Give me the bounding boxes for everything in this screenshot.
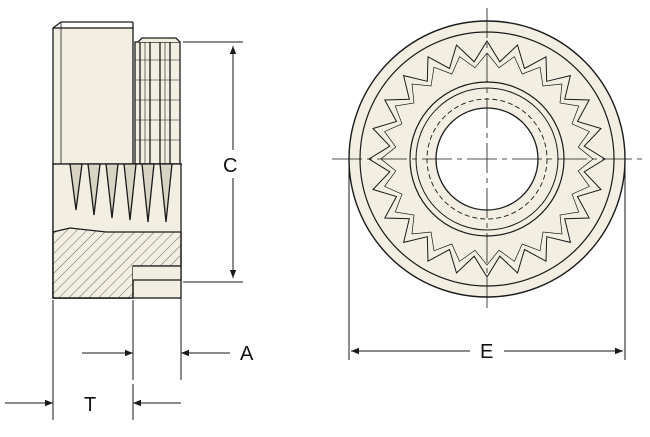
- front-view: [332, 8, 642, 310]
- dimension-c: [183, 41, 243, 283]
- dim-label-c: C: [223, 155, 237, 177]
- side-view: [52, 21, 182, 299]
- dimension-a: [82, 284, 230, 380]
- serration-inner-profile: [380, 52, 594, 266]
- thread-section: [52, 163, 182, 299]
- dim-label-t: T: [84, 394, 96, 416]
- dim-label-a: A: [240, 343, 254, 365]
- knurl-shank: [134, 37, 181, 165]
- dimension-t: [5, 300, 181, 420]
- dimension-e: [348, 165, 626, 360]
- dim-label-e: E: [480, 341, 493, 363]
